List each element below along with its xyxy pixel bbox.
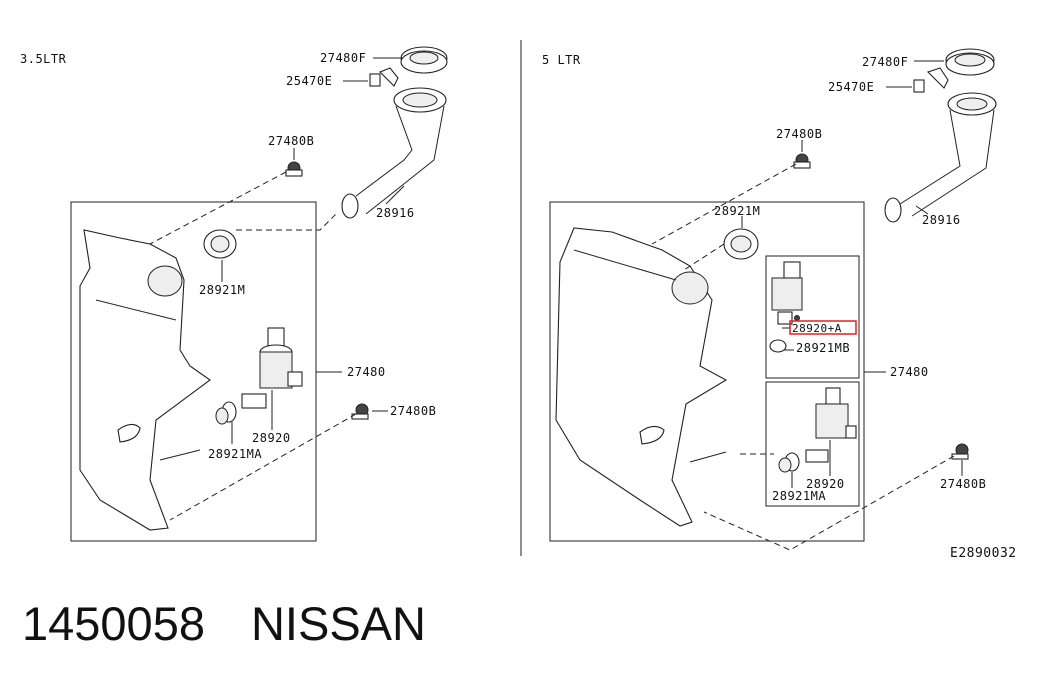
right-panel: 5 LTR (542, 48, 997, 551)
label-27480F-right: 27480F (862, 55, 908, 69)
pump-grommet-icon (215, 401, 237, 425)
filler-cap-icon (400, 46, 448, 74)
side-bolt-icon (951, 443, 969, 460)
pump-grommet-mb-icon (769, 339, 787, 353)
label-28920plusA-right: 28920+A (792, 322, 842, 335)
label-27480B-top-left: 27480B (268, 134, 314, 148)
label-28921M-left: 28921M (199, 283, 245, 297)
right-panel-title: 5 LTR (542, 53, 581, 67)
label-28920-right: 28920 (806, 477, 845, 491)
highlight-box (789, 320, 857, 335)
label-25470E-left: 25470E (286, 74, 332, 88)
label-27480-left: 27480 (347, 365, 386, 379)
brand-name: NISSAN (250, 597, 426, 650)
right-pump-detail-top (765, 255, 860, 379)
bolt-icon (793, 153, 811, 169)
pump-grommet-ma-icon (778, 452, 800, 473)
washer-pump-alt-icon (805, 387, 857, 463)
label-28916-right: 28916 (922, 213, 961, 227)
label-25470E-right: 25470E (828, 80, 874, 94)
caption: 1450058 NISSAN (22, 596, 426, 651)
filler-neck-icon (884, 92, 997, 223)
label-28921MA-right: 28921MA (772, 489, 826, 503)
label-27480-right: 27480 (890, 365, 929, 379)
washer-tank-icon (79, 229, 211, 531)
grommet-icon (203, 229, 237, 259)
clip-icon (913, 67, 949, 93)
clip-icon (369, 67, 399, 87)
left-panel: 3.5LTR (20, 46, 448, 542)
label-27480B-side-left: 27480B (390, 404, 436, 418)
washer-tank-icon (555, 227, 728, 527)
washer-pump-icon (771, 261, 803, 325)
label-28920-left: 28920 (252, 431, 291, 445)
label-27480B-top-right: 27480B (776, 127, 822, 141)
label-27480F-left: 27480F (320, 51, 366, 65)
bolt-icon (285, 161, 303, 177)
label-27480B-side-right: 27480B (940, 477, 986, 491)
washer-pump-icon (241, 327, 303, 409)
left-panel-title: 3.5LTR (20, 52, 67, 66)
label-28921MA-left: 28921MA (208, 447, 262, 461)
right-pump-detail-bottom (765, 381, 860, 507)
filler-neck-icon (341, 87, 447, 219)
label-28921MB-right: 28921MB (796, 341, 850, 355)
grommet-icon (723, 228, 759, 260)
diagram-code: E2890032 (950, 546, 1017, 561)
side-bolt-icon (351, 403, 369, 420)
label-28916-left: 28916 (376, 206, 415, 220)
filler-cap-icon (945, 48, 995, 76)
part-number: 1450058 (22, 597, 205, 650)
label-28921M-right: 28921M (714, 204, 760, 218)
